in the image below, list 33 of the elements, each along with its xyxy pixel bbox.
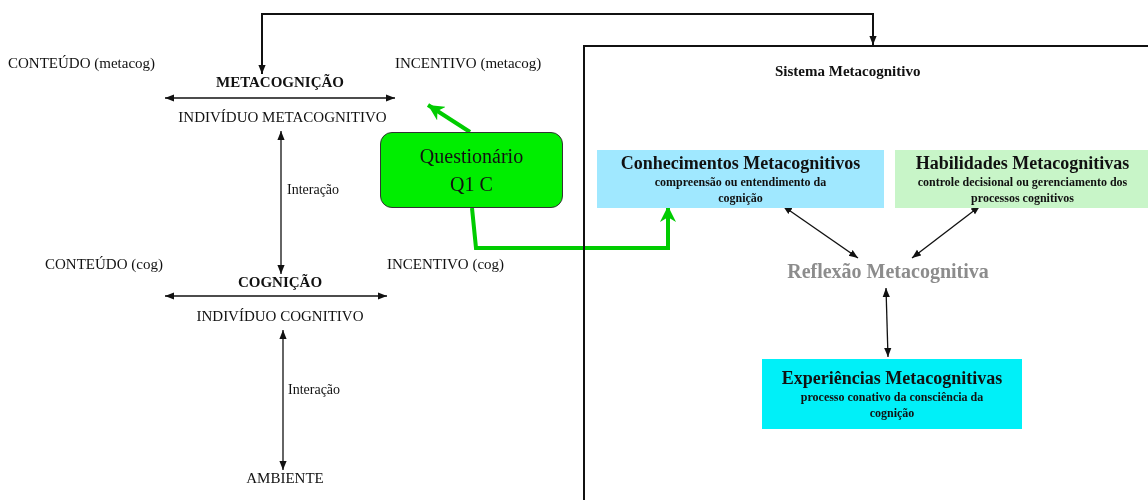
heading-label: METACOGNIÇÃO — [205, 74, 355, 94]
arrow — [164, 292, 388, 300]
edge-label: Interação — [286, 382, 343, 398]
concept-box — [762, 359, 1022, 429]
box-description: controle decisional ou gerenciamento dos processos cognitivos — [916, 173, 1129, 206]
concept-box — [597, 150, 884, 208]
box-description: processo conativo da consciência da cognição — [799, 388, 985, 421]
arrow — [426, 103, 472, 134]
concept-label: CONTEÚDO (cog) — [45, 256, 165, 306]
concept-label: CONTEÚDO (metacog) — [8, 55, 165, 105]
arrow — [279, 329, 287, 471]
callout-box — [380, 132, 563, 208]
concept-label: AMBIENTE — [225, 470, 345, 492]
box-heading: Habilidades Metacognitivas — [915, 152, 1130, 174]
concept-box — [895, 150, 1148, 208]
box-description: compreensão ou entendimento da cognição — [653, 173, 828, 206]
edge-label: Interação — [285, 182, 342, 198]
box-text: Questionário Q1 C — [418, 144, 525, 197]
box-heading: Conhecimentos Metacognitivos — [620, 152, 861, 174]
arrow — [164, 94, 396, 102]
concept-label: INDIVÍDUO METACOGNITIVO — [160, 109, 405, 131]
arrow — [470, 206, 676, 250]
box-heading: Experiências Metacognitivas — [781, 367, 1003, 389]
heading-label: COGNIÇÃO — [205, 274, 355, 294]
concept-label: INCENTIVO (cog) — [387, 256, 532, 306]
concept-label: INCENTIVO (metacog) — [395, 55, 565, 105]
frame-title: Sistema Metacognitivo — [775, 63, 921, 80]
arrow — [258, 13, 877, 75]
arrow — [882, 287, 892, 358]
concept-label: INDIVÍDUO COGNITIVO — [175, 308, 385, 330]
heading-label: Reflexão Metacognitiva — [757, 260, 1019, 290]
arrow — [277, 130, 285, 275]
system-frame — [583, 45, 1148, 500]
